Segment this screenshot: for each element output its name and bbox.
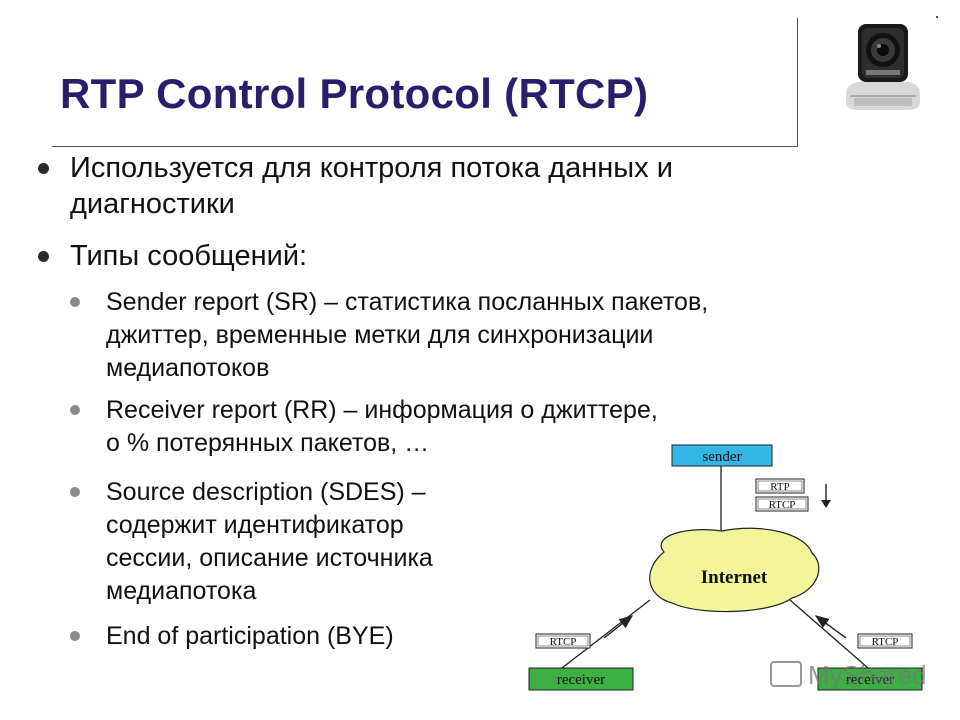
bullet-message-types: Типы сообщений: [38,238,308,274]
bullet-message-types-line-1: Типы сообщений: [70,240,308,272]
rr-line-1: Receiver report (RR) – информация о джит… [106,396,658,424]
sender-label: sender [702,449,741,465]
bullet-usage: Используется для контроля потока данных … [38,150,673,222]
sdes-line-2: содержит идентификатор [106,511,404,539]
bye-line-1: End of participation (BYE) [106,622,394,650]
tag-rtp-label: RTP [770,481,790,493]
sub-bullet-dot [70,631,80,641]
bullet-dot [38,163,49,174]
sr-line-1: Sender report (SR) – статистика посланны… [106,288,709,316]
internet-cloud: Internet [649,527,820,613]
sub-bullet-dot [70,297,80,307]
arrow-up-right-icon [603,615,634,639]
title-divider-vertical [797,18,798,147]
sr-line-2: джиттер, временные метки для синхронизац… [106,321,654,349]
receiver-left-box [528,667,634,691]
sub-bullet-dot [70,405,80,415]
rr-line-2: о % потерянных пакетов, … [106,429,430,457]
tag-rtcp-right: RTCP [857,633,913,649]
title-divider-horizontal [52,146,798,147]
sdes-line-4: медиапотока [106,577,257,605]
sub-bullet-bye: End of participation (BYE) [70,620,394,653]
receiver-left-node: receiver [528,667,634,691]
receiver-left-label: receiver [557,672,605,688]
sub-bullet-source-description: Source description (SDES) – содержит иде… [70,476,433,608]
internet-cloud-shape [649,527,820,613]
sender-box [671,444,773,467]
tag-rtcp-top-label: RTCP [769,499,796,511]
internet-label: Internet [701,567,768,588]
slide-title: RTP Control Protocol (RTCP) [60,70,649,117]
tag-rtcp-left: RTCP [535,633,591,649]
webcam-icon [846,24,920,110]
watermark-text: MyShared [808,660,927,690]
bullet-usage-line-2: диагностики [70,188,235,220]
bullet-dot [38,251,49,262]
tag-rtcp-left-label: RTCP [550,636,577,648]
sr-line-3: медиапотоков [106,354,270,382]
sdes-line-3: сессии, описание источника [106,544,433,572]
tag-rtp: RTP [755,478,805,494]
sender-node: sender [671,444,773,467]
watermark: MyShared [770,660,927,691]
arrow-up-left-icon [814,615,847,639]
tag-rtcp-top: RTCP [755,496,809,512]
arrow-down-icon [821,484,831,508]
corner-dot [936,16,938,18]
bullet-usage-line-1: Используется для контроля потока данных … [70,152,673,184]
tag-rtcp-right-label: RTCP [872,636,899,648]
sub-bullet-dot [70,487,80,497]
watermark-logo-icon [770,661,802,687]
link-internet-receiver-left [561,599,651,669]
sub-bullet-sender-report: Sender report (SR) – статистика посланны… [70,286,709,385]
link-internet-receiver-right [789,599,869,669]
sdes-line-1: Source description (SDES) – [106,478,426,506]
sub-bullet-receiver-report: Receiver report (RR) – информация о джит… [70,394,658,460]
